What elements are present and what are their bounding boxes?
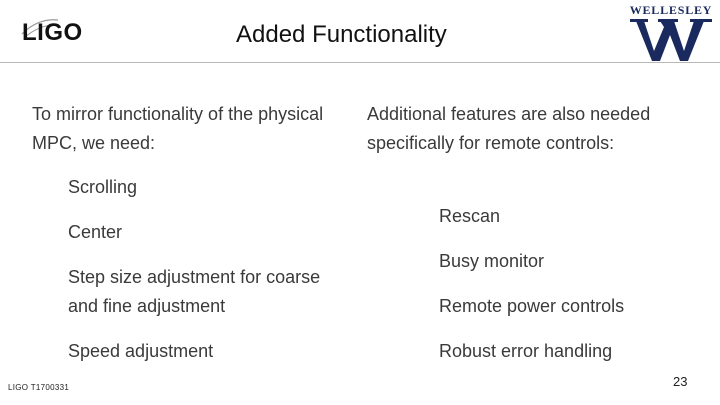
- right-item-busy-monitor: Busy monitor: [439, 251, 545, 271]
- left-column-intro: To mirror functionality of the physical …: [32, 104, 324, 153]
- ligo-logo: LIGO: [21, 18, 83, 48]
- right-item-error-handling: Robust error handling: [439, 341, 613, 361]
- right-column-intro: Additional features are also needed spec…: [367, 104, 651, 153]
- right-item-remote-power: Remote power controls: [439, 296, 625, 316]
- slide-title: Added Functionality: [236, 21, 447, 48]
- left-item-scrolling: Scrolling: [68, 177, 138, 197]
- left-item-step-size: Step size adjustment for coarse and fine…: [68, 267, 321, 316]
- document-id: LIGO T1700331: [8, 383, 70, 392]
- header-divider: [0, 62, 720, 63]
- left-item-speed: Speed adjustment: [68, 341, 214, 361]
- page-number: 23: [673, 374, 688, 389]
- left-item-center: Center: [68, 222, 123, 242]
- right-item-rescan: Rescan: [439, 206, 501, 226]
- ligo-logo-text: LIGO: [22, 19, 83, 46]
- ligo-swoosh-icon: [21, 19, 59, 39]
- wellesley-w-icon: [630, 19, 712, 61]
- wellesley-logo-text: WELLESLEY: [629, 3, 713, 17]
- wellesley-logo: WELLESLEY: [624, 3, 718, 63]
